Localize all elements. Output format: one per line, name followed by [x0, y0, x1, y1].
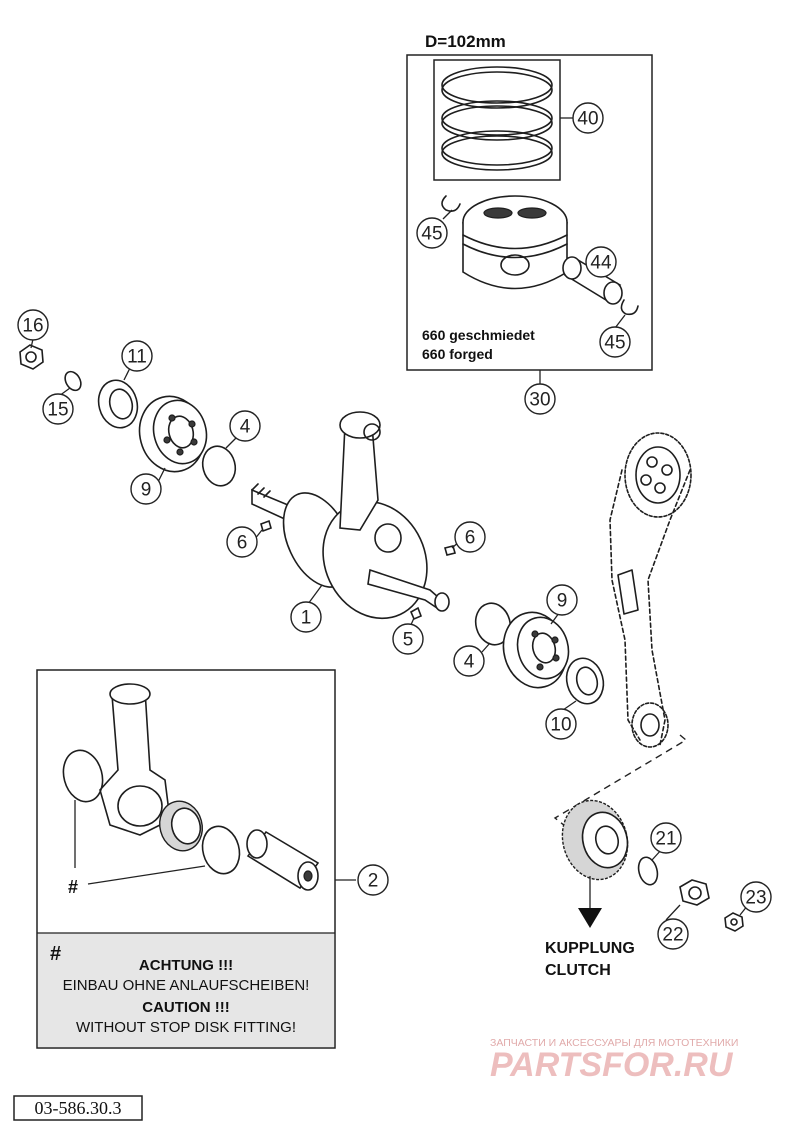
svg-text:9: 9 — [557, 591, 568, 612]
callout-30: 30 — [524, 383, 556, 415]
svg-text:45: 45 — [421, 224, 442, 245]
timing-chain-assembly — [553, 432, 692, 838]
primary-gear-group: KUPPLUNG CLUTCH — [545, 799, 744, 979]
left-side-parts — [19, 344, 237, 487]
main-bearing-left — [138, 395, 208, 473]
watermark-brand: PARTSFOR.RU — [490, 1046, 734, 1084]
callout-45-bottom: 45 — [599, 326, 631, 358]
piston-circlip-right — [620, 299, 639, 316]
crank-pin — [246, 829, 320, 891]
svg-text:23: 23 — [745, 888, 766, 909]
svg-text:2: 2 — [368, 871, 379, 892]
svg-text:6: 6 — [465, 528, 476, 549]
warning-hash: # — [50, 943, 61, 965]
callout-4-bottom: 4 — [453, 645, 485, 677]
callout-6-left: 6 — [226, 526, 258, 558]
hash-mark: # — [68, 877, 78, 897]
needle-bearing — [159, 800, 203, 852]
callout-16: 16 — [17, 309, 49, 341]
shim-4-right — [474, 602, 512, 646]
svg-text:30: 30 — [529, 390, 550, 411]
callout-40: 40 — [572, 102, 604, 134]
clutch-arrow-head — [578, 908, 602, 928]
piston-note-de: 660 geschmiedet — [422, 327, 535, 343]
svg-text:9: 9 — [141, 480, 152, 501]
washer-23 — [724, 912, 744, 932]
shim-4-left — [201, 445, 237, 487]
svg-text:6: 6 — [237, 533, 248, 554]
svg-text:22: 22 — [662, 925, 683, 946]
leader-lines — [30, 209, 749, 921]
svg-text:40: 40 — [577, 109, 598, 130]
callout-44: 44 — [585, 246, 617, 278]
piston-kit-box — [406, 54, 653, 371]
svg-text:45: 45 — [604, 333, 625, 354]
callout-22: 22 — [657, 918, 689, 950]
piston-note-en: 660 forged — [422, 346, 493, 362]
piston-rings-box — [433, 59, 561, 181]
watermark-tagline: ЗАПЧАСТИ И АКСЕССУАРЫ ДЛЯ МОТОТЕХНИКИ — [490, 1037, 738, 1049]
watermark: ЗАПЧАСТИ И АКСЕССУАРЫ ДЛЯ МОТОТЕХНИКИ PA… — [490, 1037, 738, 1084]
washer-15 — [64, 370, 82, 392]
callout-9-right: 9 — [546, 584, 578, 616]
piston-pin — [562, 256, 623, 305]
callout-4-top: 4 — [229, 410, 261, 442]
drawing-number-box — [13, 1095, 143, 1121]
callout-5: 5 — [392, 623, 424, 655]
callout-6-right: 6 — [454, 521, 486, 553]
svg-text:44: 44 — [590, 253, 612, 274]
callout-15: 15 — [42, 393, 74, 425]
callout-21: 21 — [650, 822, 682, 854]
warning-panel — [38, 933, 334, 1047]
warning-de-text: EINBAU OHNE ANLAUFSCHEIBEN! — [63, 977, 310, 994]
piston-rings — [441, 66, 553, 171]
callout-2: 2 — [357, 864, 389, 896]
key-5 — [409, 606, 423, 621]
crankshaft — [251, 411, 456, 621]
nut-22 — [679, 879, 710, 906]
main-bearing-right — [502, 611, 570, 689]
svg-text:4: 4 — [240, 417, 251, 438]
clutch-label-de: KUPPLUNG — [545, 940, 635, 957]
svg-text:5: 5 — [403, 630, 414, 651]
callout-45-top: 45 — [416, 217, 448, 249]
svg-text:16: 16 — [22, 316, 43, 337]
svg-text:15: 15 — [47, 400, 68, 421]
key-6-left — [260, 519, 272, 533]
conrod-detail — [99, 683, 171, 836]
stop-disk-left — [62, 749, 104, 803]
washer-21 — [637, 856, 659, 886]
piston-kit-group: D=102mm 660 ge — [406, 32, 653, 384]
callout-9-left: 9 — [130, 473, 162, 505]
callout-1: 1 — [290, 601, 322, 633]
conrod-box-frame — [36, 669, 336, 1049]
svg-text:21: 21 — [655, 829, 676, 850]
callout-11: 11 — [121, 340, 153, 372]
shaft-seal-10 — [565, 657, 605, 705]
svg-text:4: 4 — [464, 652, 475, 673]
conrod-detail-box: # # ACHTUNG !!! EINBAU OHNE ANLAUFSCHEIB… — [36, 669, 356, 1049]
warning-en-title: CAUTION !!! — [142, 999, 229, 1016]
shaft-seal-11 — [97, 379, 139, 429]
piston — [462, 195, 568, 290]
svg-text:1: 1 — [301, 608, 312, 629]
warning-en-text: WITHOUT STOP DISK FITTING! — [76, 1019, 296, 1036]
clutch-label-en: CLUTCH — [545, 962, 611, 979]
callouts: 40 45 44 45 30 16 11 15 4 9 6 6 1 5 9 4 … — [17, 102, 772, 950]
piston-diameter-label: D=102mm — [425, 32, 506, 51]
warning-de-title: ACHTUNG !!! — [139, 957, 233, 974]
svg-text:11: 11 — [127, 347, 147, 368]
svg-text:10: 10 — [550, 715, 571, 736]
nut-16 — [19, 344, 44, 370]
piston-circlip-left — [441, 195, 461, 212]
callout-23: 23 — [740, 881, 772, 913]
stop-disk-right — [201, 825, 241, 875]
callout-10: 10 — [545, 708, 577, 740]
drawing-number: 03-586.30.3 — [35, 1098, 122, 1118]
right-side-parts — [474, 602, 605, 705]
